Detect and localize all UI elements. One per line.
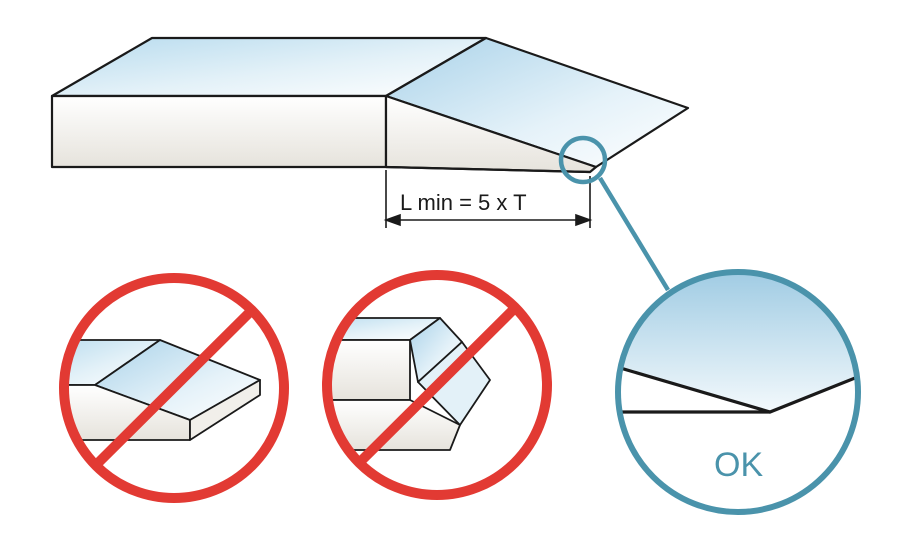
- ok-label: OK: [714, 446, 763, 484]
- magnifier-connector: [598, 176, 670, 292]
- ok-zoom-ring: [615, 269, 861, 515]
- prohibited-ring-1: [59, 273, 289, 503]
- dimension-marker: [383, 170, 593, 228]
- prohibited-sign-1: [59, 273, 289, 503]
- prohibited-slash-2: [356, 304, 519, 466]
- ok-zoom-circle: OK: [615, 269, 861, 515]
- prohibited-sign-2: [322, 270, 552, 500]
- prohibited-ring-2: [322, 270, 552, 500]
- prohibited-slash-1: [91, 306, 256, 470]
- magnifier-small-circle: [558, 135, 608, 185]
- plate-front-face: [50, 94, 388, 169]
- dimension-label: L min = 5 x T: [400, 190, 527, 215]
- bevelled-plate: [50, 36, 690, 174]
